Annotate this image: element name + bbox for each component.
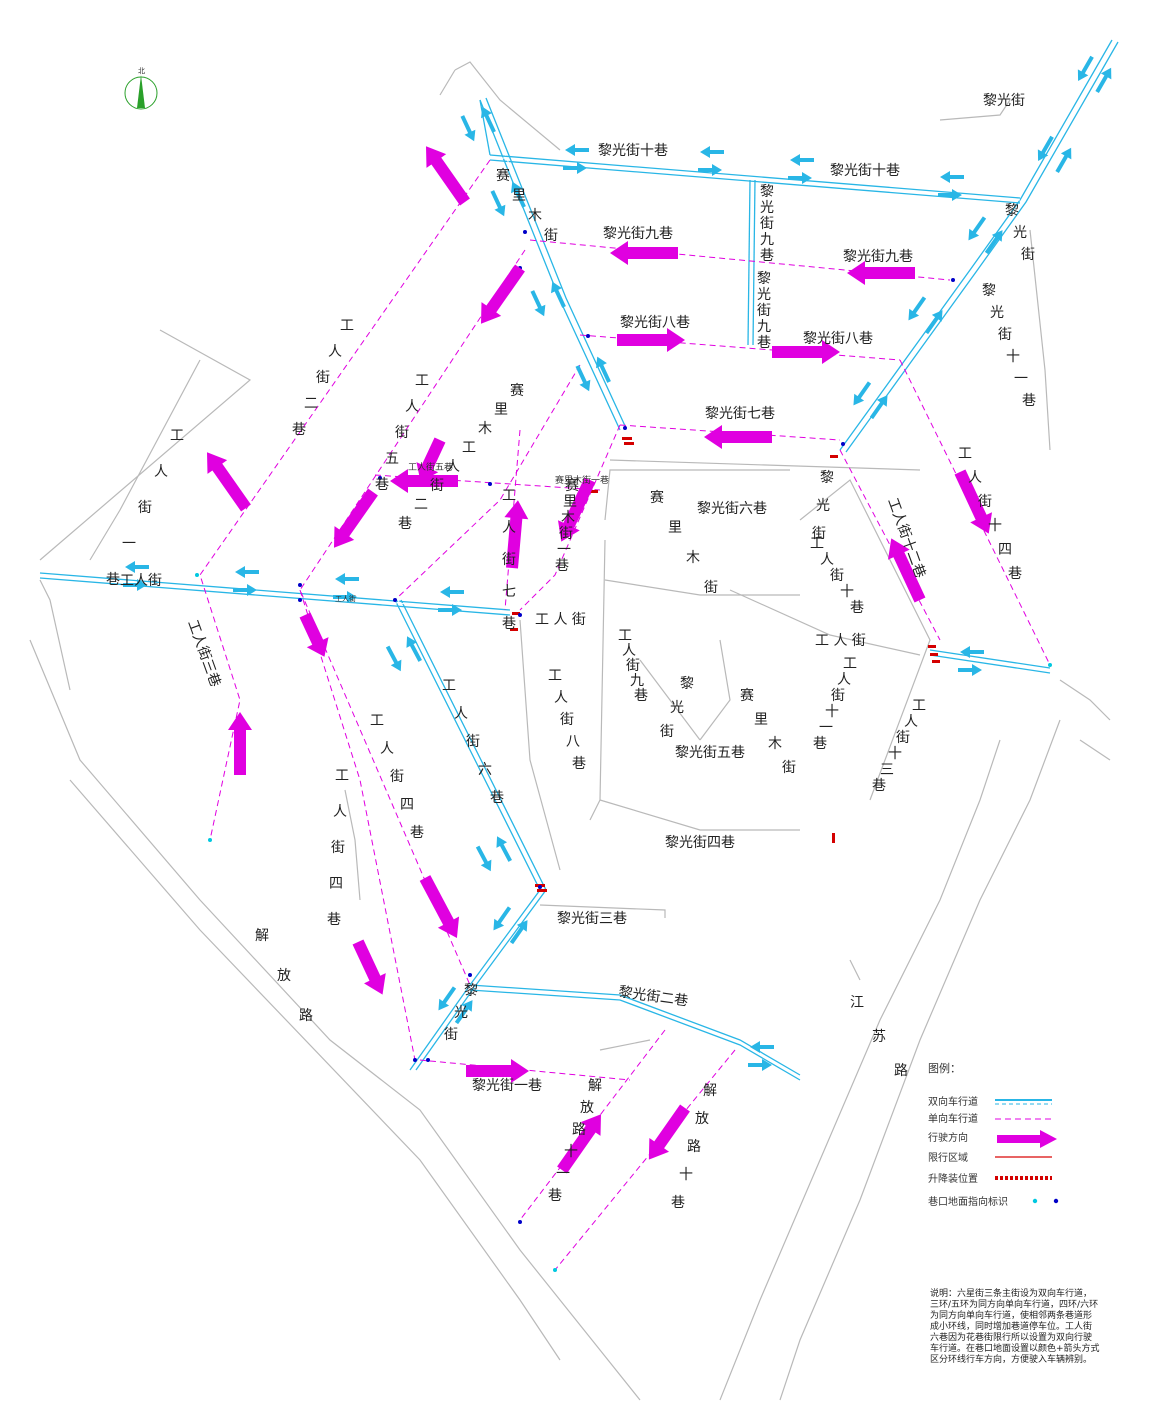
vlabel-slm1: 赛里木街一巷: [555, 478, 579, 574]
vlabel-text-sailimu_n: 赛里木街: [496, 168, 558, 244]
vlabel-text-gr4b: 工人街四巷: [327, 768, 349, 928]
north-compass-icon: 北: [124, 67, 158, 110]
vlabel-gr9: 工人街九巷: [618, 628, 648, 704]
vlabel-jiefang: 解放路: [255, 928, 313, 1024]
label-lg7: 黎光街七巷: [705, 406, 775, 422]
legend: 图例： 双向车行道 单向车行道 行驶方向 限行区域 升降装位置 巷口地面指向标识: [928, 1061, 1059, 1208]
vlabel-lg9v_b: 黎光街九巷: [757, 271, 771, 351]
vlabel-lg9v_a: 黎光街九巷: [760, 184, 774, 264]
label-gr-c: 工 人 街: [535, 612, 586, 628]
legend-marker-a-icon: [1032, 1198, 1038, 1204]
label-lg2: 黎光街二巷: [617, 984, 689, 1010]
label-lg6: 黎光街六巷: [697, 501, 767, 517]
label-lg10b: 黎光街十巷: [830, 163, 900, 179]
vlabel-text-gr5v: 工人街五巷: [375, 373, 429, 493]
vlabel-lg11: 黎光街十一巷: [982, 283, 1036, 409]
label-lg1: 黎光街一巷: [472, 1078, 542, 1094]
legend-direction-label: 行驶方向: [928, 1131, 968, 1144]
legend-two-way-label: 双向车行道: [928, 1095, 978, 1108]
vlabel-text-lg9v_b: 黎光街九巷: [757, 271, 771, 351]
legend-title: 图例：: [928, 1061, 961, 1075]
vlabel-text-slm_c: 赛里木街: [650, 490, 718, 596]
label-lg8b: 黎光街八巷: [803, 331, 873, 347]
label-gr5: 工人街五巷: [408, 461, 453, 473]
vlabel-text-gr2: 工人街二巷: [292, 318, 354, 438]
vlabel-gr6: 工人街六巷: [442, 678, 504, 806]
label-dajie-small: 工人街: [335, 594, 356, 603]
vlabel-slm_cs: 赛里木街: [740, 688, 796, 776]
vlabel-slm_gr2: 赛里木工人街二巷: [398, 383, 524, 532]
legend-direction-arrow-icon: [997, 1130, 1057, 1148]
vlabel-text-jf10: 解放路十巷: [671, 1083, 717, 1211]
vlabel-lg_cs: 黎光街: [660, 676, 694, 740]
vlabel-gr7: 工人街七巷: [502, 488, 516, 632]
vlabel-text-jf11: 解放路十一巷: [548, 1078, 602, 1204]
vlabel-text-gr14: 工人街十四巷: [958, 446, 1022, 582]
vlabel-jiangsu: 江苏路: [850, 995, 908, 1079]
label-lg10: 黎光街十巷: [598, 143, 668, 159]
vlabel-text-gr9: 工人街九巷: [618, 628, 648, 704]
vlabel-text-gr7: 工人街七巷: [502, 488, 516, 632]
vlabel-lg_s: 黎光街: [444, 983, 478, 1043]
vlabel-jf10: 解放路十巷: [671, 1083, 717, 1211]
explanation-note: 说明：六星街三条主街设为双向车行道，三环/五环为同方向单向车行道，四环/六环为同…: [930, 1289, 1100, 1365]
vlabel-text-jiangsu: 江苏路: [850, 995, 908, 1079]
vlabel-gr11: 工人街十一巷: [813, 656, 857, 752]
label-lg9: 黎光街九巷: [603, 226, 673, 242]
vlabel-text-gr10: 工人街十巷: [810, 536, 864, 616]
vlabel-gr10: 工人街十巷: [810, 536, 864, 616]
vlabel-gr1: 工人街一巷: [106, 428, 184, 588]
vlabel-text-lg_cs: 黎光街: [660, 676, 694, 740]
vlabel-text-lg_s: 黎光街: [444, 983, 478, 1043]
vlabel-text-slm_gr2: 赛里木工人街二巷: [398, 383, 524, 532]
label-slmj1: 赛里木街一巷: [555, 474, 609, 486]
vlabel-gr4b: 工人街四巷: [327, 768, 349, 928]
vlabel-text-jiefang: 解放路: [255, 928, 313, 1024]
label-lg5: 黎光街五巷: [675, 745, 745, 761]
label-gr-e: 工 人 街: [815, 633, 866, 649]
label-lg4: 黎光街四巷: [665, 835, 735, 851]
two-way-arrows: [123, 55, 1112, 1071]
ground-markers: [195, 230, 1052, 1272]
legend-marker-label: 巷口地面指向标识: [928, 1195, 1008, 1208]
label-lg9b: 黎光街九巷: [843, 249, 913, 265]
label-gr-w: 工人街: [120, 573, 162, 589]
legend-marker-b-icon: [1053, 1198, 1059, 1204]
vlabel-gr14: 工人街十四巷: [958, 446, 1022, 582]
legend-bollard-label: 升降装位置: [928, 1172, 978, 1185]
vlabel-lg_c: 黎光街: [812, 470, 834, 542]
vlabel-text-gr8: 工人街八巷: [548, 668, 586, 772]
label-lg8: 黎光街八巷: [620, 315, 690, 331]
vlabel-text-gr6: 工人街六巷: [442, 678, 504, 806]
vlabel-text-gr4a: 工人街四巷: [370, 713, 424, 841]
label-lg3: 黎光街三巷: [557, 911, 627, 927]
vlabel-text-gr13: 工人街十三巷: [872, 698, 926, 794]
vlabel-text-gr1: 工人街一巷: [106, 428, 184, 588]
one-way-arrows: [206, 146, 993, 1174]
vlabel-text-slm1: 赛里木街一巷: [555, 478, 579, 574]
legend-restricted-label: 限行区域: [928, 1151, 968, 1164]
vlabel-text-lg_ne: 黎光街: [1005, 203, 1035, 263]
base-roads: [29, 61, 1111, 1401]
vlabel-gr2: 工人街二巷: [292, 318, 354, 438]
vlabel-gr5v: 工人街五巷: [375, 373, 429, 493]
vlabel-text-slm_cs: 赛里木街: [740, 688, 796, 776]
vlabel-jf11: 解放路十一巷: [548, 1078, 602, 1204]
vlabel-text-lg11: 黎光街十一巷: [982, 283, 1036, 409]
vlabel-lg_ne: 黎光街: [1005, 203, 1035, 263]
vlabel-text-lg9v_a: 黎光街九巷: [760, 184, 774, 264]
vlabel-slm_c: 赛里木街: [650, 490, 718, 596]
vertical-street-labels: 赛里木街黎光街九巷黎光街九巷黎光街黎光街十一巷工人街十四巷工人街一巷工人街二巷工…: [106, 168, 1036, 1211]
legend-one-way-label: 单向车行道: [928, 1112, 978, 1125]
vlabel-text-gr11: 工人街十一巷: [813, 656, 857, 752]
vlabel-gr13: 工人街十三巷: [872, 698, 926, 794]
compass-label: 北: [138, 67, 145, 75]
vlabel-gr8: 工人街八巷: [548, 668, 586, 772]
vlabel-sailimu_n: 赛里木街: [496, 168, 558, 244]
vlabel-text-lg_c: 黎光街: [812, 470, 834, 542]
label-liguangjie: 黎光街: [983, 93, 1025, 109]
vlabel-gr4a: 工人街四巷: [370, 713, 424, 841]
